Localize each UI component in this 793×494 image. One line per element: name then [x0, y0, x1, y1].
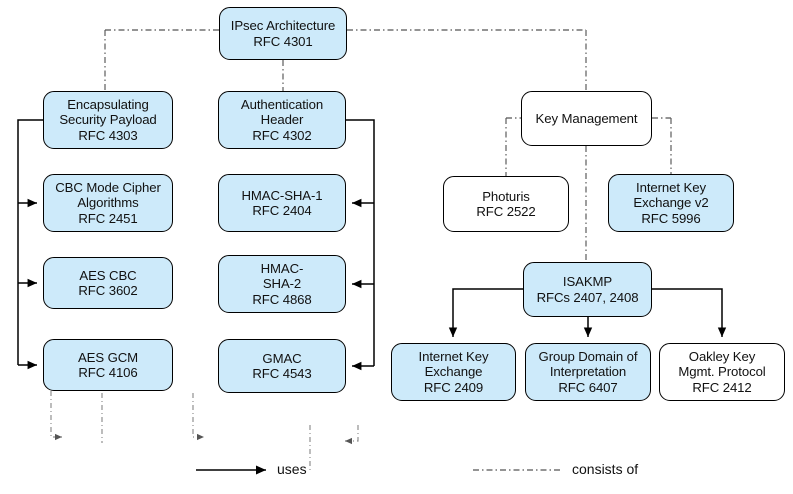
- node-line-1: ISAKMP: [562, 274, 613, 290]
- node-line-2: RFC 2404: [252, 203, 312, 218]
- node-line-1: Oakley Key: [688, 348, 756, 364]
- node-line-1: Encapsulating: [67, 96, 149, 112]
- node-gmac[interactable]: GMAC RFC 4543: [218, 339, 346, 393]
- node-hmac-sha-2[interactable]: HMAC- SHA-2 RFC 4868: [218, 255, 346, 313]
- node-line-2: Exchange v2: [633, 195, 709, 211]
- node-authentication-header[interactable]: Authentication Header RFC 4302: [218, 91, 346, 149]
- node-hmac-sha-1[interactable]: HMAC-SHA-1 RFC 2404: [218, 174, 346, 232]
- node-line-1: Group Domain of: [538, 348, 638, 364]
- consists-of-edges: [104, 29, 672, 262]
- node-cbc-mode-cipher-algorithms[interactable]: CBC Mode Cipher Algorithms RFC 2451: [43, 174, 173, 232]
- node-line-2: SHA-2: [262, 276, 302, 292]
- node-line-3: RFC 4868: [252, 291, 312, 307]
- node-internet-key-exchange-v2[interactable]: Internet Key Exchange v2 RFC 5996: [608, 174, 734, 232]
- node-line-1: HMAC-SHA-1: [241, 187, 323, 203]
- node-line-2: Interpretation: [549, 364, 627, 380]
- node-line-2: RFC 4301: [253, 33, 313, 49]
- legend-consists-of-label: consists of: [572, 461, 639, 477]
- node-line-3: RFC 6407: [558, 379, 618, 395]
- node-line-3: RFC 5996: [641, 210, 701, 226]
- node-line-2: Mgmt. Protocol: [678, 364, 766, 380]
- node-line-2: RFC 3602: [78, 283, 138, 298]
- node-line-3: RFC 4303: [78, 127, 138, 143]
- node-line-1: CBC Mode Cipher: [55, 179, 161, 195]
- node-line-1: GMAC: [262, 350, 302, 366]
- node-line-3: RFC 2412: [692, 379, 752, 395]
- uses-edges-left: [17, 119, 43, 370]
- node-line-2: Header: [260, 112, 304, 128]
- node-line-3: RFC 4302: [252, 127, 312, 143]
- dangling-consists-of-edges: [50, 391, 359, 470]
- node-line-1: Internet Key: [418, 348, 489, 364]
- node-aes-cbc[interactable]: AES CBC RFC 3602: [43, 257, 173, 309]
- node-line-2: RFC 4543: [252, 366, 312, 381]
- node-photuris[interactable]: Photuris RFC 2522: [443, 176, 569, 232]
- node-line-1: Authentication: [240, 96, 324, 112]
- node-line-3: RFC 2409: [423, 379, 484, 395]
- node-encapsulating-security-payload[interactable]: Encapsulating Security Payload RFC 4303: [43, 91, 173, 149]
- legend-uses-label: uses: [277, 461, 307, 477]
- node-line-1: IPsec Architecture: [230, 18, 336, 34]
- node-line-2: Security Payload: [59, 112, 157, 128]
- node-line-1: AES CBC: [79, 267, 137, 283]
- node-line-2: Exchange: [424, 364, 483, 380]
- node-isakmp[interactable]: ISAKMP RFCs 2407, 2408: [523, 262, 652, 317]
- node-internet-key-exchange[interactable]: Internet Key Exchange RFC 2409: [391, 343, 516, 401]
- node-key-management[interactable]: Key Management: [521, 91, 652, 146]
- node-line-1: AES GCM: [77, 349, 139, 365]
- node-group-domain-of-interpretation[interactable]: Group Domain of Interpretation RFC 6407: [525, 343, 651, 401]
- node-line-2: RFC 4106: [78, 365, 138, 380]
- node-line-1: Internet Key: [636, 179, 706, 195]
- node-line-2: RFCs 2407, 2408: [536, 289, 639, 305]
- uses-edges-right: [346, 119, 375, 371]
- node-aes-gcm[interactable]: AES GCM RFC 4106: [43, 339, 173, 391]
- node-line-1: HMAC-: [260, 260, 304, 276]
- node-line-3: RFC 2451: [78, 210, 138, 226]
- node-line-1: Key Management: [535, 110, 638, 126]
- node-ipsec-architecture[interactable]: IPsec Architecture RFC 4301: [219, 7, 347, 60]
- node-line-2: RFC 2522: [476, 204, 536, 219]
- node-line-2: Algorithms: [77, 195, 139, 211]
- node-line-1: Photuris: [482, 188, 530, 204]
- node-oakley-key-mgmt-protocol[interactable]: Oakley Key Mgmt. Protocol RFC 2412: [659, 343, 785, 401]
